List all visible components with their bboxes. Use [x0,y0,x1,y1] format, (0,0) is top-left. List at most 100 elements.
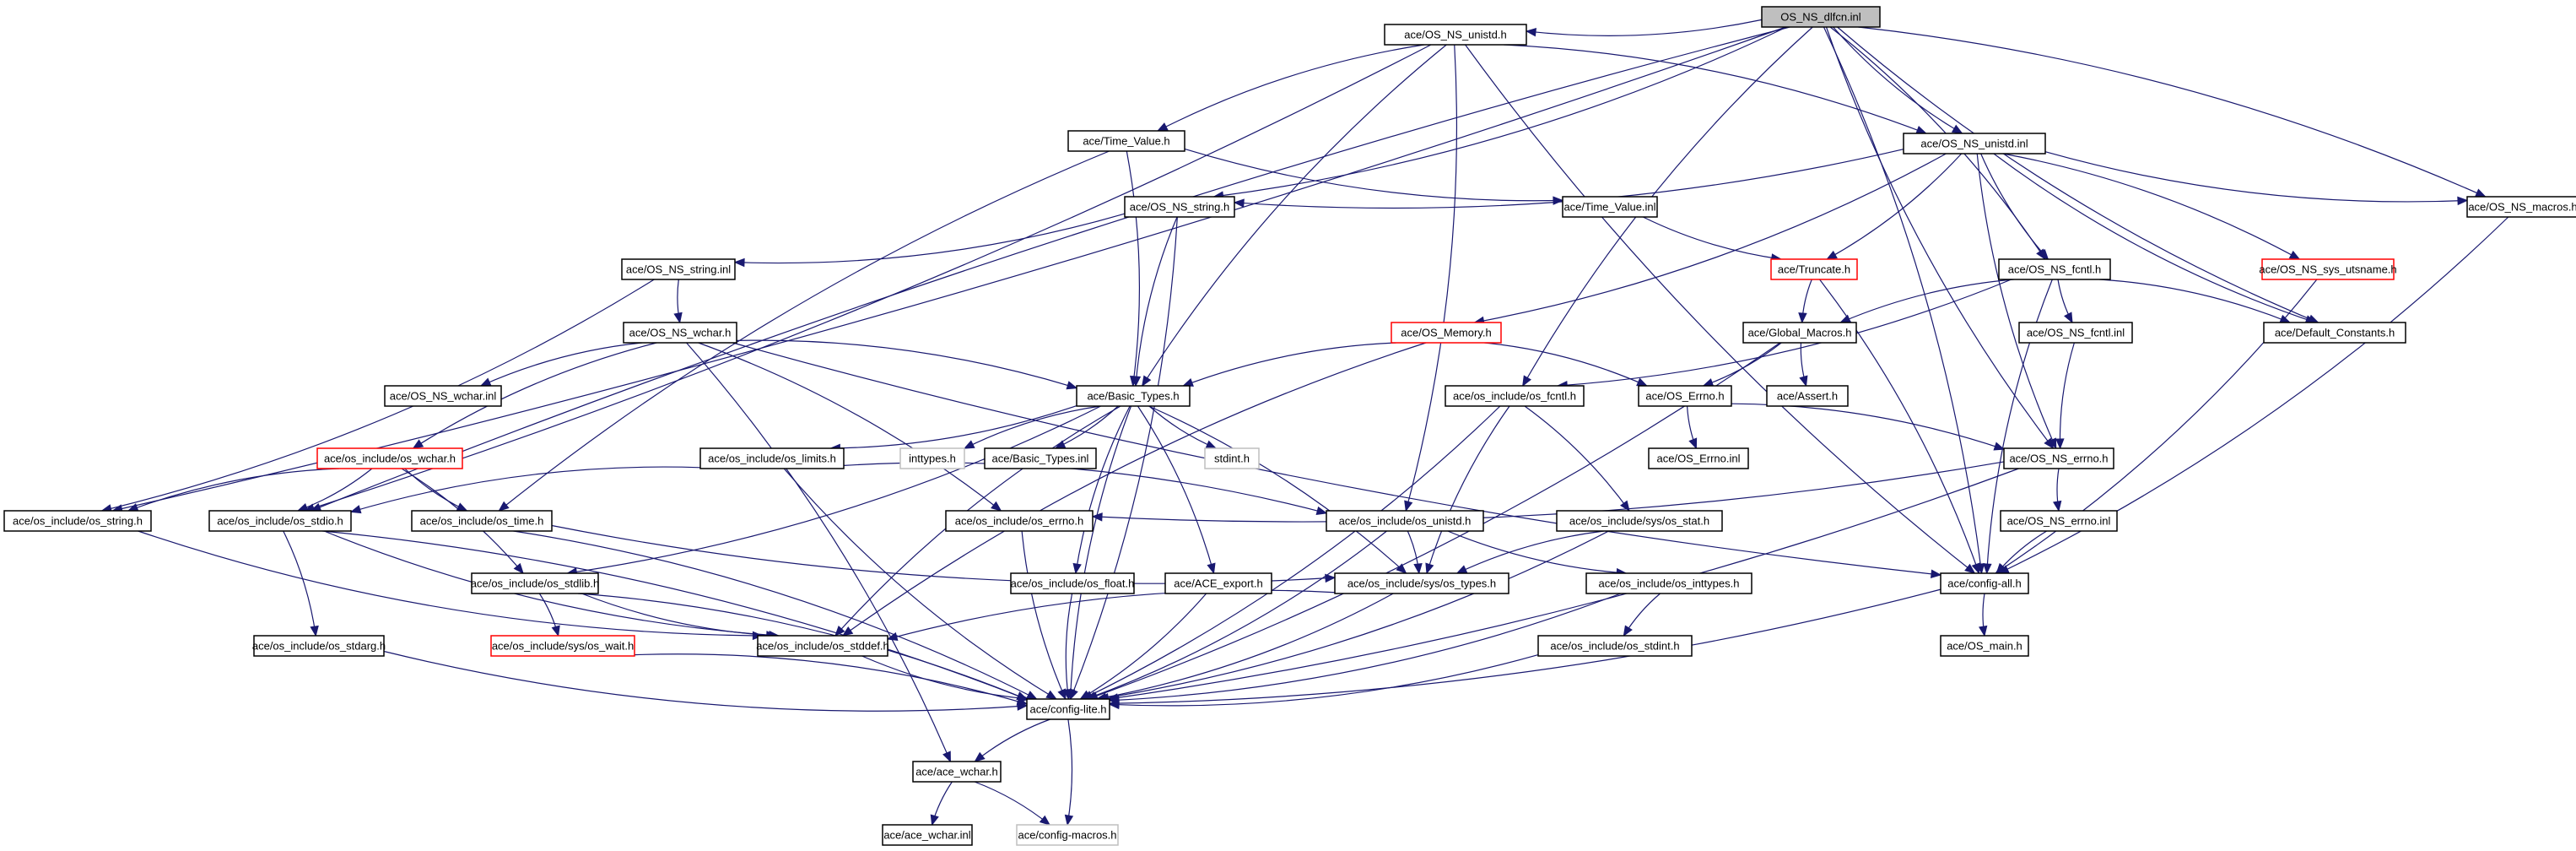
node-box[interactable] [1770,258,1858,280]
node-box[interactable] [912,761,1002,783]
node-box[interactable] [316,447,463,469]
node-os-types-h[interactable]: ace/os_include/sys/os_types.h [1334,572,1509,594]
node-default-constants-h[interactable]: ace/Default_Constants.h [2263,322,2406,344]
node-ns-string-h[interactable]: ace/OS_NS_string.h [1124,196,1235,218]
node-global-macros-h[interactable]: ace/Global_Macros.h [1742,322,1857,344]
node-config-all-h[interactable]: ace/config-all.h [1940,572,2029,594]
node-box[interactable] [1940,635,2029,657]
node-box[interactable] [757,635,888,657]
node-box[interactable] [1537,635,1693,657]
node-os-wchar-h[interactable]: ace/os_include/os_wchar.h [316,447,463,469]
node-box[interactable] [1903,133,2046,154]
node-ns-sys-utsname-h[interactable]: ace/OS_NS_sys_utsname.h [2259,258,2397,280]
node-box[interactable] [1562,196,1658,218]
node-os-stdlib-h[interactable]: ace/os_include/os_stdlib.h [471,572,600,594]
node-box[interactable] [2263,322,2406,344]
node-os-time-h[interactable]: ace/os_include/os_time.h [411,510,553,532]
node-ns-macros-h[interactable]: ace/OS_NS_macros.h [2466,196,2576,218]
node-basic-types-h[interactable]: ace/Basic_Types.h [1076,385,1191,407]
node-os-stat-h[interactable]: ace/os_include/sys/os_stat.h [1556,510,1723,532]
node-os-stdarg-h[interactable]: ace/os_include/os_stdarg.h [252,635,386,657]
node-time-value-inl[interactable]: ace/Time_Value.inl [1562,196,1658,218]
node-box[interactable] [1445,385,1585,407]
node-assert-h[interactable]: ace/Assert.h [1766,385,1849,407]
node-box[interactable] [1742,322,1857,344]
node-stdint-h[interactable]: stdint.h [1204,447,1260,469]
node-box[interactable] [3,510,152,532]
node-box[interactable] [699,447,845,469]
node-box[interactable] [471,572,599,594]
node-time-value-h[interactable]: ace/Time_Value.h [1067,130,1185,152]
node-box[interactable] [1026,698,1110,720]
node-box[interactable] [1010,572,1135,594]
node-box[interactable] [384,385,502,407]
node-box[interactable] [1016,824,1119,846]
node-os-stdio-h[interactable]: ace/os_include/os_stdio.h [208,510,352,532]
node-config-lite-h[interactable]: ace/config-lite.h [1026,698,1110,720]
node-os-float-h[interactable]: ace/os_include/os_float.h [1010,572,1135,594]
node-os-main-h[interactable]: ace/OS_main.h [1940,635,2029,657]
node-os-fcntl-h[interactable]: ace/os_include/os_fcntl.h [1445,385,1585,407]
node-box[interactable] [1204,447,1260,469]
node-unistd-inl[interactable]: ace/OS_NS_unistd.inl [1903,133,2046,154]
node-box[interactable] [411,510,553,532]
node-box[interactable] [1761,6,1881,28]
node-box[interactable] [1940,572,2029,594]
node-box[interactable] [1124,196,1235,218]
node-box[interactable] [945,510,1094,532]
node-box[interactable] [1076,385,1191,407]
node-box[interactable] [882,824,973,846]
node-box[interactable] [1164,572,1272,594]
node-os-stddef-h[interactable]: ace/os_include/os_stddef.h [756,635,889,657]
node-basic-types-inl[interactable]: ace/Basic_Types.inl [984,447,1097,469]
node-os-wait-h[interactable]: ace/os_include/sys/os_wait.h [490,635,635,657]
node-box[interactable] [1585,572,1752,594]
node-box[interactable] [1766,385,1849,407]
node-root[interactable]: OS_NS_dlfcn.inl [1761,6,1881,28]
node-os-errno-h[interactable]: ace/OS_Errno.h [1638,385,1732,407]
node-box[interactable] [1648,447,1749,469]
node-box[interactable] [899,447,965,469]
node-os-unistd-h[interactable]: ace/os_include/os_unistd.h [1326,510,1484,532]
node-box[interactable] [208,510,352,532]
node-box[interactable] [1556,510,1723,532]
node-truncate-h[interactable]: ace/Truncate.h [1770,258,1858,280]
node-box[interactable] [1998,258,2111,280]
node-box[interactable] [1384,24,1527,46]
node-ns-errno-inl[interactable]: ace/OS_NS_errno.inl [2000,510,2118,532]
node-box[interactable] [2261,258,2395,280]
node-box[interactable] [490,635,635,657]
node-ace-wchar-h[interactable]: ace/ace_wchar.h [912,761,1002,783]
node-ns-wchar-h[interactable]: ace/OS_NS_wchar.h [623,322,737,344]
node-osi-errno-h[interactable]: ace/os_include/os_errno.h [945,510,1094,532]
node-inttypes-h[interactable]: inttypes.h [899,447,965,469]
node-ns-string-inl[interactable]: ace/OS_NS_string.inl [621,258,736,280]
node-os-memory-h[interactable]: ace/OS_Memory.h [1391,322,1502,344]
node-os-inttypes-h[interactable]: ace/os_include/os_inttypes.h [1585,572,1752,594]
node-ns-fcntl-inl[interactable]: ace/OS_NS_fcntl.inl [2018,322,2133,344]
node-ns-fcntl-h[interactable]: ace/OS_NS_fcntl.h [1998,258,2111,280]
node-os-limits-h[interactable]: ace/os_include/os_limits.h [699,447,845,469]
node-box[interactable] [623,322,737,344]
node-config-macros-h[interactable]: ace/config-macros.h [1016,824,1119,846]
node-box[interactable] [1334,572,1509,594]
node-box[interactable] [1638,385,1732,407]
node-os-errno-inl[interactable]: ace/OS_Errno.inl [1648,447,1749,469]
node-box[interactable] [621,258,736,280]
node-box[interactable] [2018,322,2133,344]
node-unistd-h[interactable]: ace/OS_NS_unistd.h [1384,24,1527,46]
node-ace-wchar-inl[interactable]: ace/ace_wchar.inl [882,824,973,846]
node-box[interactable] [1391,322,1502,344]
node-box[interactable] [2003,447,2114,469]
node-box[interactable] [2000,510,2118,532]
node-box[interactable] [2466,196,2576,218]
node-box[interactable] [253,635,385,657]
node-box[interactable] [1326,510,1484,532]
node-ace-export-h[interactable]: ace/ACE_export.h [1164,572,1272,594]
node-box[interactable] [1067,130,1185,152]
node-os-string-h[interactable]: ace/os_include/os_string.h [3,510,152,532]
node-ns-errno-h[interactable]: ace/OS_NS_errno.h [2003,447,2114,469]
node-ns-wchar-inl[interactable]: ace/OS_NS_wchar.inl [384,385,502,407]
node-box[interactable] [984,447,1097,469]
node-os-stdint-h[interactable]: ace/os_include/os_stdint.h [1537,635,1693,657]
